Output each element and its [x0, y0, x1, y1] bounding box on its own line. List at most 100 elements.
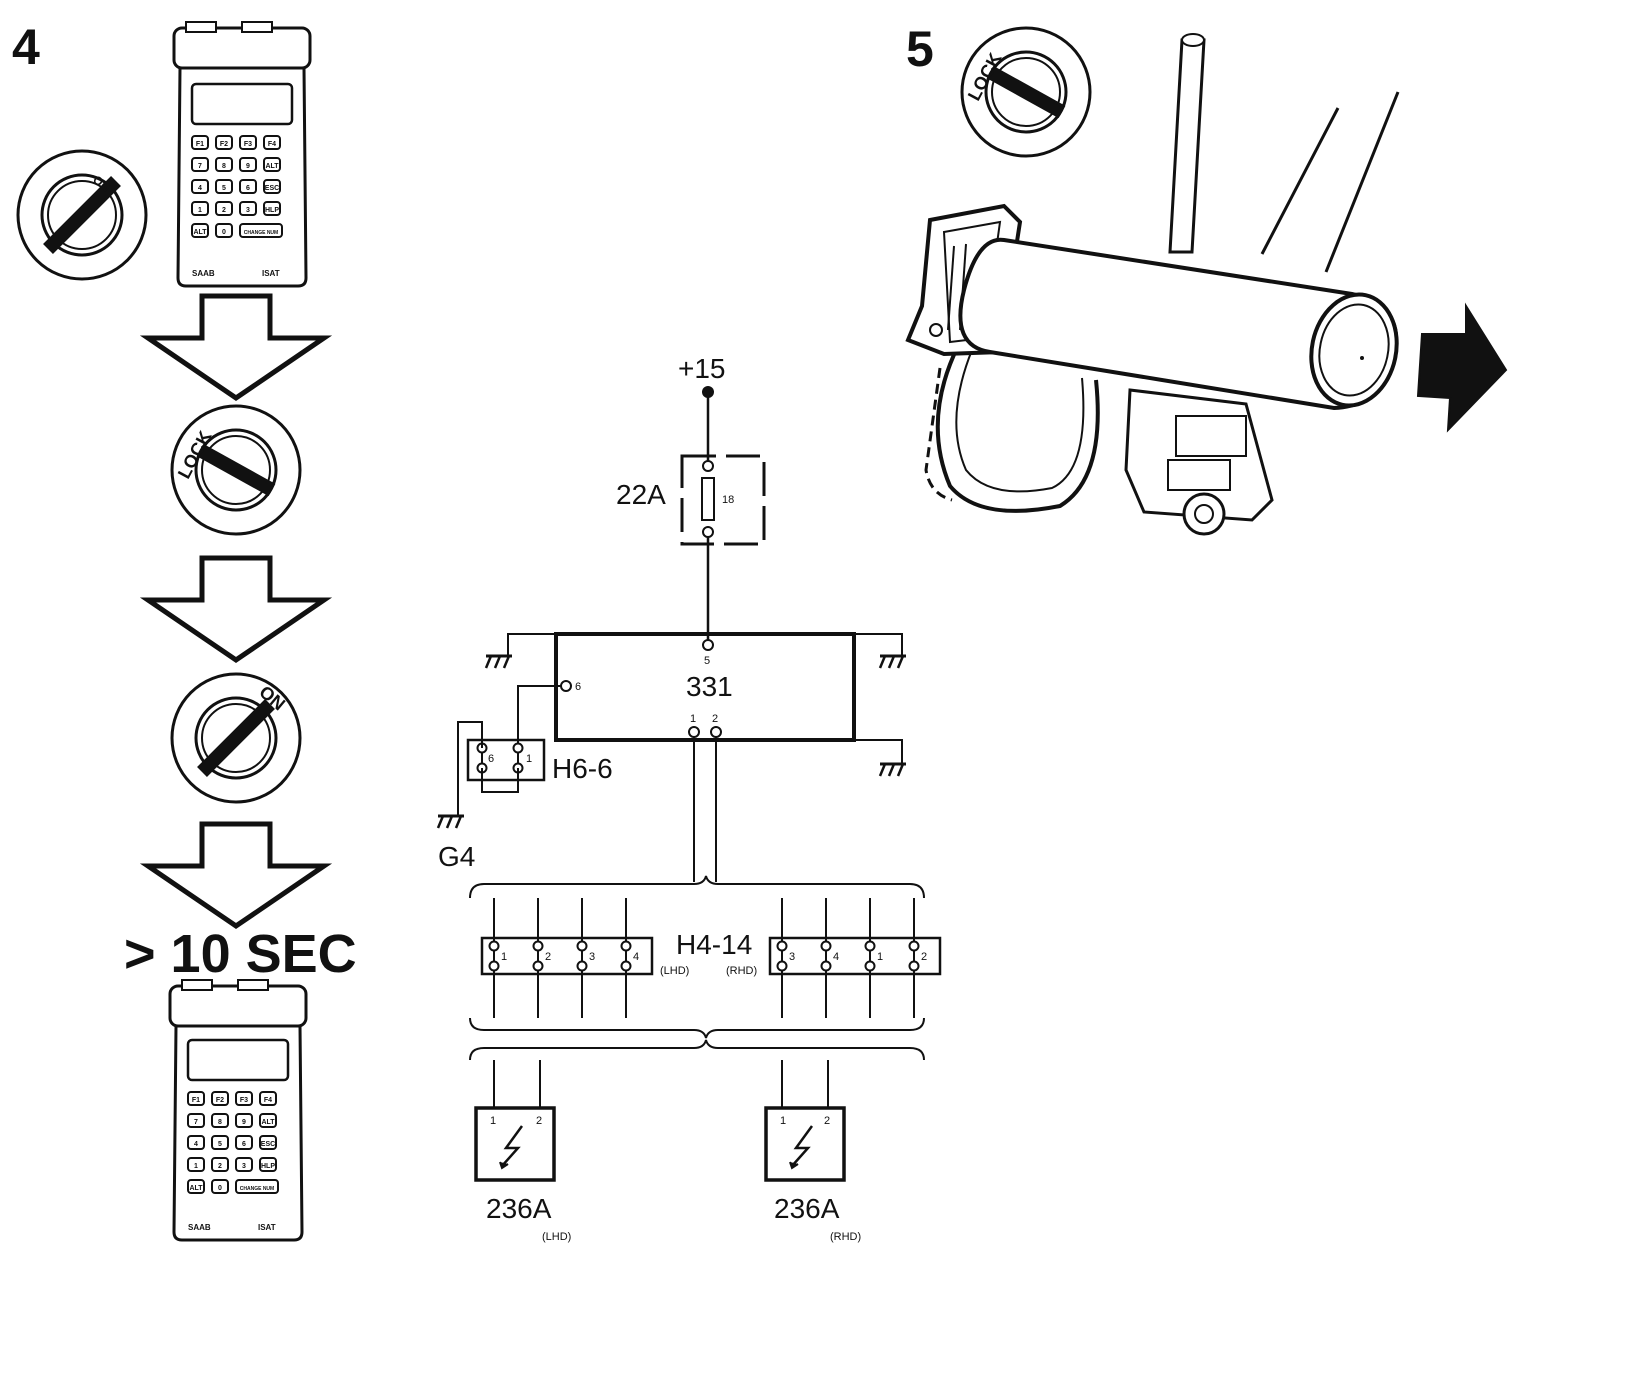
bracket-bottom [469, 1039, 925, 1061]
keypad-key-label: 9 [242, 1119, 246, 1126]
keypad-key-label: 6 [246, 185, 250, 192]
keypad-key [239, 179, 257, 194]
ground-icon [878, 654, 908, 670]
keypad-key-label: 9 [246, 163, 250, 170]
fuse-box-22a [680, 454, 766, 546]
keypad-key [235, 1179, 279, 1194]
keypad-key [191, 135, 209, 150]
keypad-key [263, 135, 281, 150]
ignition-unit-lhd-label: 236A [486, 1193, 552, 1224]
keypad-key [235, 1157, 253, 1172]
keypad-key [215, 223, 233, 238]
tester-brand-label: SAAB [192, 269, 215, 278]
supply-label: +15 [678, 353, 726, 384]
keypad-key [215, 201, 233, 216]
connector-h6-6 [466, 738, 546, 782]
keypad-key-label: 3 [246, 207, 250, 214]
connector-pin-label: 3 [589, 951, 595, 963]
keypad-key-label: 2 [222, 207, 226, 214]
fuse-box-label: 22A [616, 479, 666, 510]
connector-pin [908, 940, 920, 952]
keypad-key [187, 1157, 205, 1172]
keypad-key-label: ALT [189, 1185, 203, 1192]
connector-pin [820, 940, 832, 952]
tester-model-label: ISAT [262, 269, 280, 278]
keypad-key-label: F2 [220, 141, 228, 148]
keypad-key [211, 1135, 229, 1150]
keypad-key-label: CHANGE NUM [240, 1186, 274, 1192]
keypad-key [239, 201, 257, 216]
h6-pin-1: 1 [526, 753, 532, 765]
keypad-key [215, 135, 233, 150]
connector-pin-label: 2 [921, 951, 927, 963]
arrow-down-icon [148, 558, 324, 660]
connector-pin [488, 940, 500, 952]
connector-removal-illustration [905, 33, 1400, 536]
fuse-number: 18 [722, 494, 734, 506]
keypad-key-label: HLP [261, 1163, 275, 1170]
fuse-18 [701, 477, 715, 521]
keypad-key-label: 7 [198, 163, 202, 170]
keypad-key-label: ALT [265, 163, 279, 170]
keypad-key [191, 201, 209, 216]
keypad-key-label: 0 [218, 1185, 222, 1192]
connector-pin [576, 960, 588, 972]
keypad-key-label: 4 [194, 1141, 198, 1148]
keypad-key-label: 6 [242, 1141, 246, 1148]
keypad-key [259, 1135, 277, 1150]
cu-pin-6: 6 [575, 681, 581, 693]
wait-time-label: > 10 SEC [124, 924, 357, 984]
connector-pin-label: 4 [633, 951, 639, 963]
wiring-schematic: +15 22A 18 5 331 6 1 2 6 [436, 353, 942, 1243]
cu-pin-2: 2 [712, 713, 718, 725]
keypad-key-label: CHANGE NUM [244, 230, 278, 236]
connector-h6-label: H6-6 [552, 753, 613, 784]
coil-rhd-pin-2: 2 [824, 1115, 830, 1127]
ignition-cassette-rhd [764, 1106, 846, 1182]
keypad-key [187, 1135, 205, 1150]
connector-pin [532, 960, 544, 972]
connector-pin [620, 960, 632, 972]
connector-pin [820, 960, 832, 972]
keypad-key-label: 5 [218, 1141, 222, 1148]
ground-g4-label: G4 [438, 841, 475, 872]
step-4-number: 4 [12, 19, 40, 75]
keypad-key-label: ALT [261, 1119, 275, 1126]
keypad-key-label: 2 [218, 1163, 222, 1170]
keypad-key-label: F1 [192, 1097, 200, 1104]
keypad-key [191, 223, 209, 238]
spark-icon [501, 1125, 524, 1167]
arrow-down-icon [148, 296, 324, 398]
keypad-key [235, 1113, 253, 1128]
cu-pin-5: 5 [704, 655, 710, 667]
keypad-key [259, 1113, 277, 1128]
keypad-key [191, 157, 209, 172]
cu-pin-1: 1 [690, 713, 696, 725]
keypad-key-label: ESC [261, 1141, 275, 1148]
keypad-key [187, 1091, 205, 1106]
arrow-down-icon [148, 824, 324, 926]
keypad-key [263, 157, 281, 172]
keypad-key-label: ALT [193, 229, 207, 236]
ground-icon [436, 814, 466, 830]
keypad-key-label: 5 [222, 185, 226, 192]
ignition-unit-lhd-note: (LHD) [542, 1231, 571, 1243]
ground-icon [878, 762, 908, 778]
bracket-top [469, 875, 925, 899]
keypad-key [211, 1113, 229, 1128]
tester-brand-label: SAAB [188, 1223, 211, 1232]
ignition-switch-lock-2: LOCK [962, 28, 1090, 156]
ignition-unit-rhd-note: (RHD) [830, 1231, 861, 1243]
keypad-key [259, 1091, 277, 1106]
keypad-key [239, 157, 257, 172]
coil-rhd-pin-1: 1 [780, 1115, 786, 1127]
keypad-key [259, 1157, 277, 1172]
connector-pin-label: 1 [501, 951, 507, 963]
h4-lhd-label: (LHD) [660, 965, 689, 977]
keypad-key-label: F1 [196, 141, 204, 148]
connector-pin-label: 2 [545, 951, 551, 963]
connector-pin [864, 960, 876, 972]
